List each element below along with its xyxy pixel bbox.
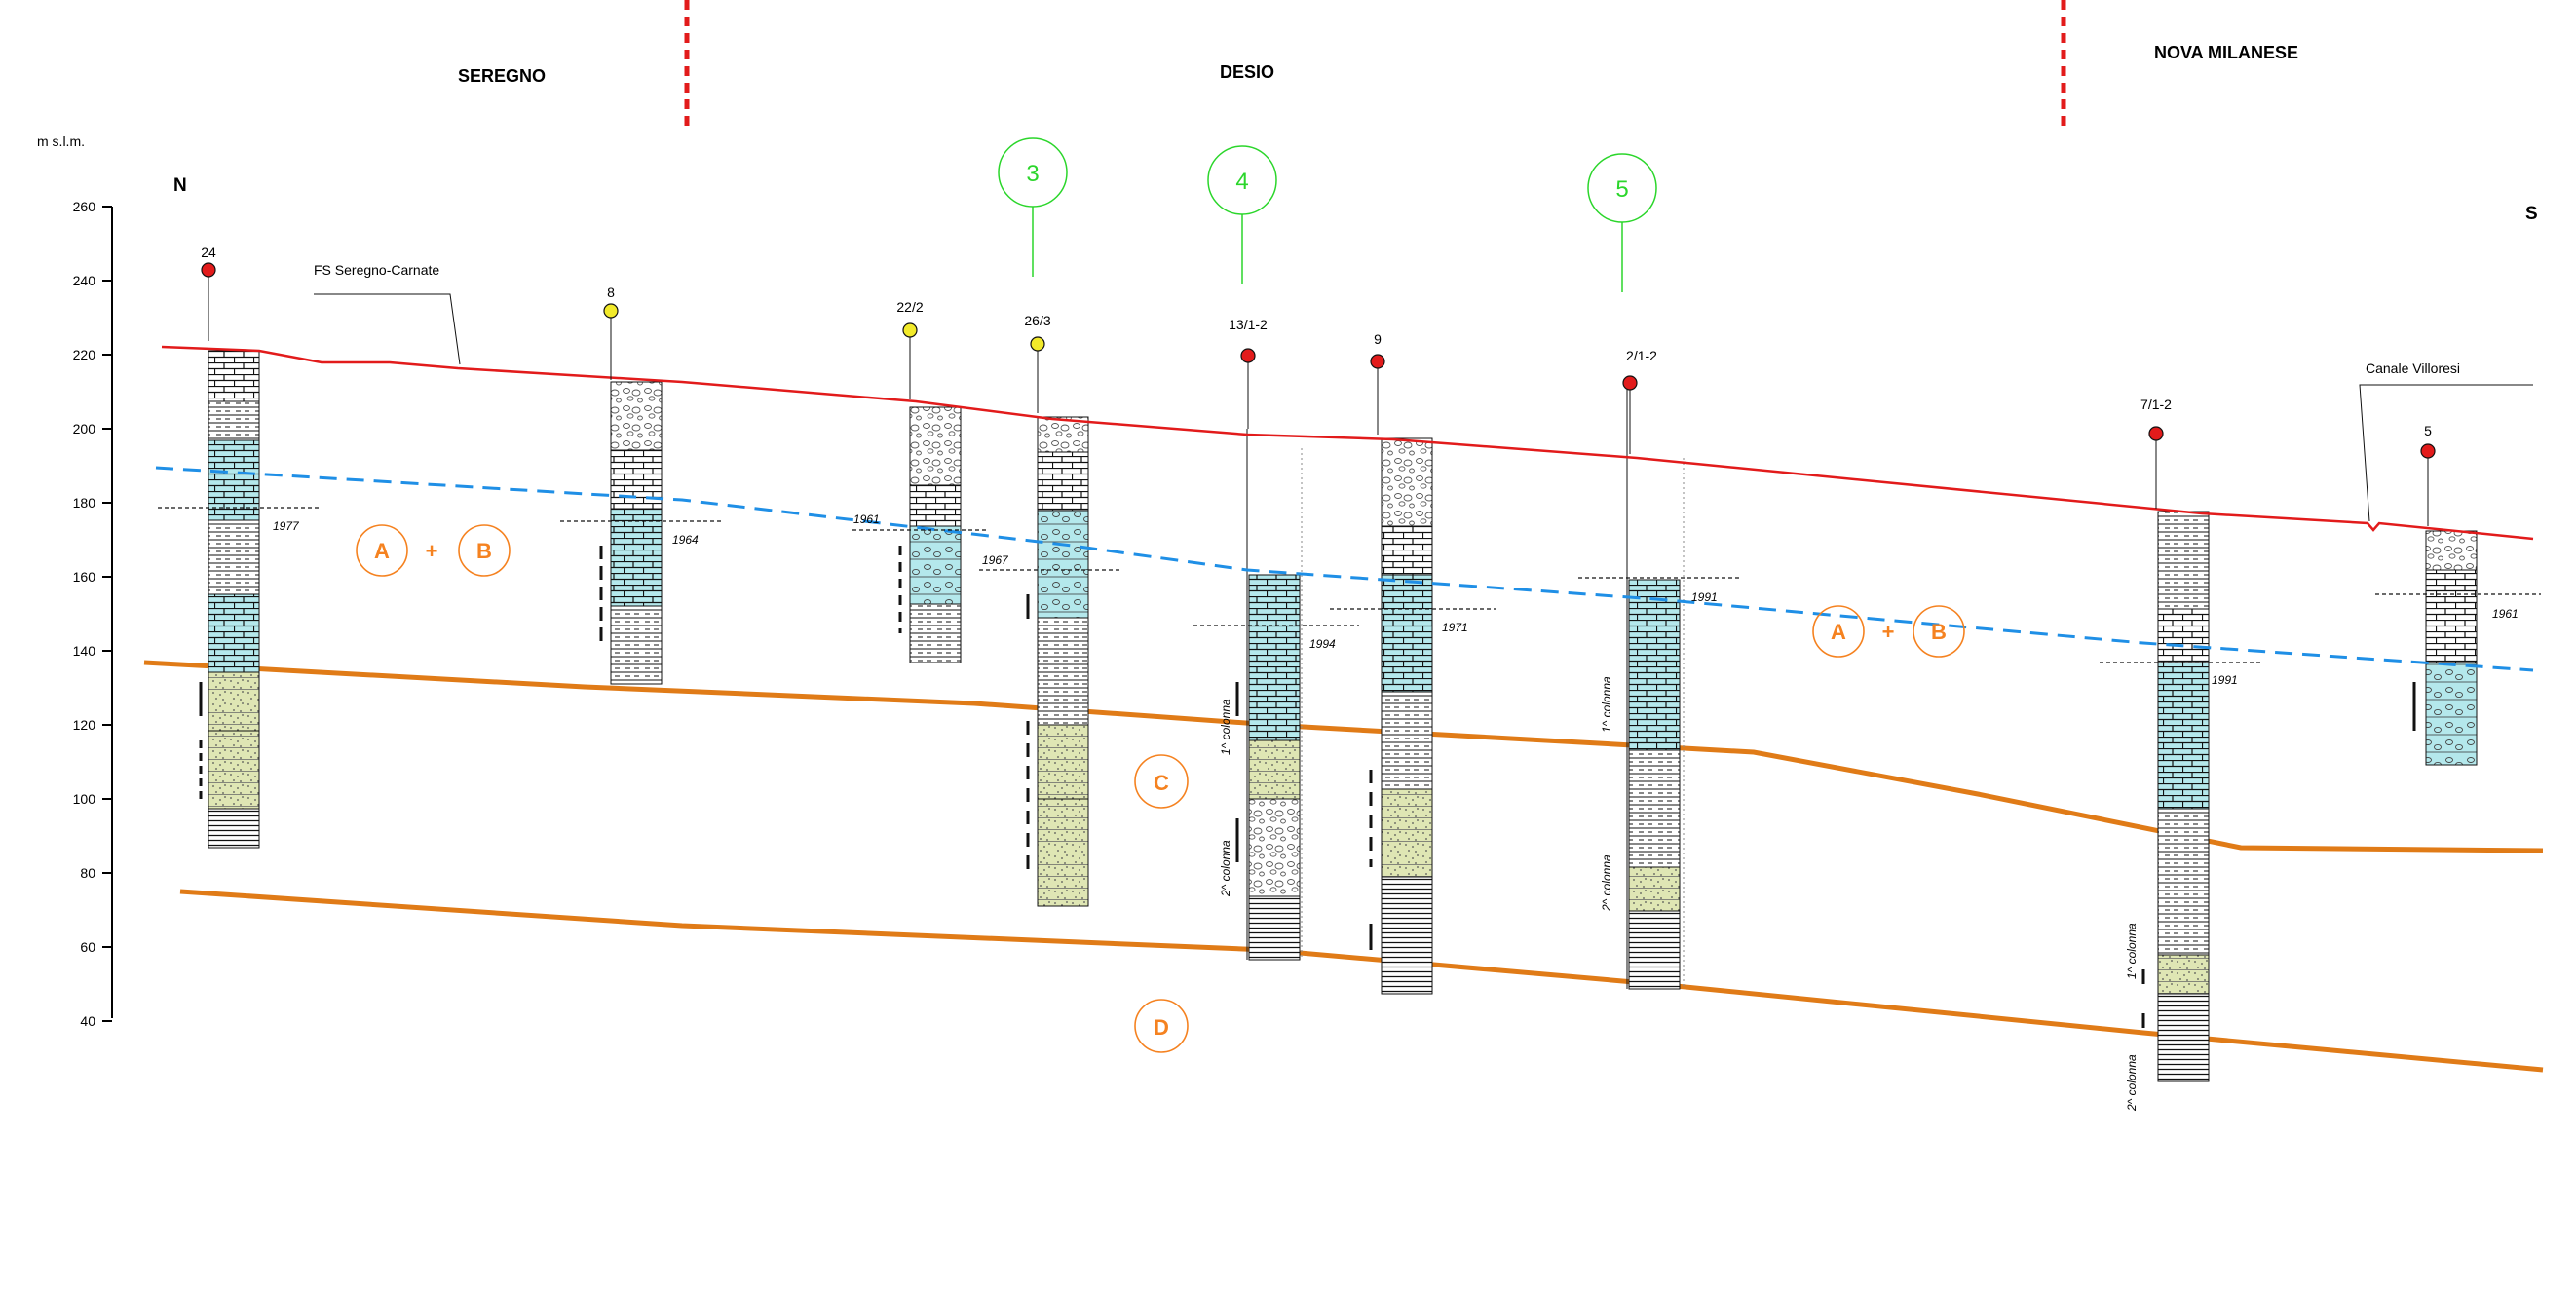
unit-label-ab-north: A + B (356, 524, 511, 577)
water-level-markers: 1977 1964 1961 1967 1994 1971 1991 1991 … (158, 507, 2541, 687)
axis-unit-label: m s.l.m. (37, 133, 85, 149)
section-marker-4-label: 4 (1235, 169, 1248, 195)
well-7-1-2-id: 7/1-2 (2140, 397, 2172, 412)
well-13-1-2-id: 13/1-2 (1229, 317, 1268, 332)
boundary-c-d (179, 889, 2544, 1073)
well-9-year: 1971 (1442, 621, 1468, 634)
well-22-2-id: 22/2 (896, 299, 923, 315)
y-axis-tick-label: 220 (73, 347, 96, 362)
unit-plus: + (426, 539, 438, 563)
well-7-1-2 (2141, 511, 2210, 1082)
well-8-year: 1964 (672, 533, 699, 547)
well-8-dot (603, 303, 619, 319)
well-24-id: 24 (201, 245, 216, 260)
well-26-3-id: 26/3 (1024, 313, 1050, 328)
y-axis-tick-label: 160 (73, 569, 96, 585)
well-pointers: 24 8 22/2 26/3 13/1-2 9 2/1-2 7/1-2 5 (201, 245, 2436, 526)
unit-d-letter: D (1154, 1015, 1169, 1040)
well-24 (199, 350, 260, 849)
well-26-3-dot (1030, 336, 1045, 352)
well-2-1-2-year: 1991 (1691, 590, 1718, 604)
well-logs (199, 350, 2478, 1082)
water-table (155, 466, 2534, 672)
well-9 (1369, 437, 1433, 995)
well-9-dot (1370, 354, 1385, 369)
well-2-col1-label: 1^ colonna (1600, 676, 1613, 733)
well-13-1-2-dot (1240, 348, 1256, 363)
section-marker-3: 3 (998, 137, 1068, 277)
well-13-col1-label: 1^ colonna (1219, 699, 1232, 755)
section-marker-4: 4 (1207, 145, 1277, 284)
railway-label: FS Seregno-Carnate (314, 262, 439, 278)
y-axis-tick-label: 100 (73, 791, 96, 807)
well-2-1-2-dot (1622, 375, 1638, 391)
section-marker-5-label: 5 (1615, 176, 1628, 203)
y-axis-tick-label: 260 (73, 199, 96, 214)
y-axis: 260 240 220 200 180 160 140 120 100 80 60 40 (73, 199, 113, 1029)
y-axis-tick-label: 60 (80, 939, 95, 955)
town-label-desio: DESIO (1220, 62, 1274, 82)
unit-c-letter: C (1154, 771, 1169, 795)
well-9-id: 9 (1374, 331, 1382, 347)
well-5-dot (2420, 443, 2436, 459)
y-axis-tick-label: 80 (80, 865, 95, 881)
well-26-3 (1026, 416, 1089, 907)
canal-label: Canale Villoresi (2366, 360, 2460, 376)
y-axis-tick-label: 200 (73, 421, 96, 436)
well-7-col1-label: 1^ colonna (2125, 923, 2139, 979)
well-13-1-2-year: 1994 (1309, 637, 1336, 651)
canal-leader (2359, 384, 2533, 522)
unit-label-c: C (1134, 754, 1189, 809)
well-13-1-2 (1235, 429, 1303, 961)
y-axis-tick-label: 240 (73, 273, 96, 288)
well-2-col2-label: 2^ colonna (1600, 854, 1613, 912)
well-7-1-2-dot (2148, 426, 2164, 441)
well-7-1-2-year: 1991 (2212, 673, 2238, 687)
ground-surface (161, 345, 2534, 541)
section-marker-3-label: 3 (1026, 161, 1039, 187)
well-24-year: 1977 (273, 519, 300, 533)
y-axis-tick-label: 180 (73, 495, 96, 511)
well-5 (2412, 530, 2478, 766)
compass-south: S (2525, 204, 2538, 224)
well-13-col2-label: 2^ colonna (1219, 840, 1232, 897)
well-26-3-year: 1967 (982, 553, 1009, 567)
town-label-nova-milanese: NOVA MILANESE (2154, 43, 2298, 62)
section-marker-5: 5 (1587, 153, 1657, 292)
unit-plus-2: + (1882, 620, 1895, 644)
well-7-col2-label: 2^ colonna (2125, 1054, 2139, 1112)
y-axis-tick-label: 40 (80, 1013, 95, 1029)
compass-north: N (173, 175, 187, 196)
well-2-1-2-id: 2/1-2 (1626, 348, 1657, 363)
y-axis-tick-label: 120 (73, 717, 96, 733)
town-label-seregno: SEREGNO (458, 66, 546, 86)
well-22-2-dot (902, 322, 918, 338)
unit-b-letter: B (476, 539, 492, 563)
y-axis-tick-label: 140 (73, 643, 96, 659)
well-5-id: 5 (2424, 423, 2432, 438)
well-8-id: 8 (607, 284, 615, 300)
well-24-dot (201, 262, 216, 278)
well-22-2-year: 1961 (853, 512, 880, 526)
unit-a-letter: A (374, 539, 390, 563)
well-5-year: 1961 (2492, 607, 2519, 621)
well-8 (599, 381, 663, 685)
unit-b-letter-2: B (1931, 620, 1947, 644)
well-2-1-2 (1626, 385, 1685, 990)
well-22-2 (898, 406, 962, 663)
unit-label-ab-south: A + B (1812, 605, 1965, 658)
railway-leader (314, 293, 461, 365)
unit-label-d: D (1134, 999, 1189, 1053)
unit-a-letter-2: A (1831, 620, 1846, 644)
